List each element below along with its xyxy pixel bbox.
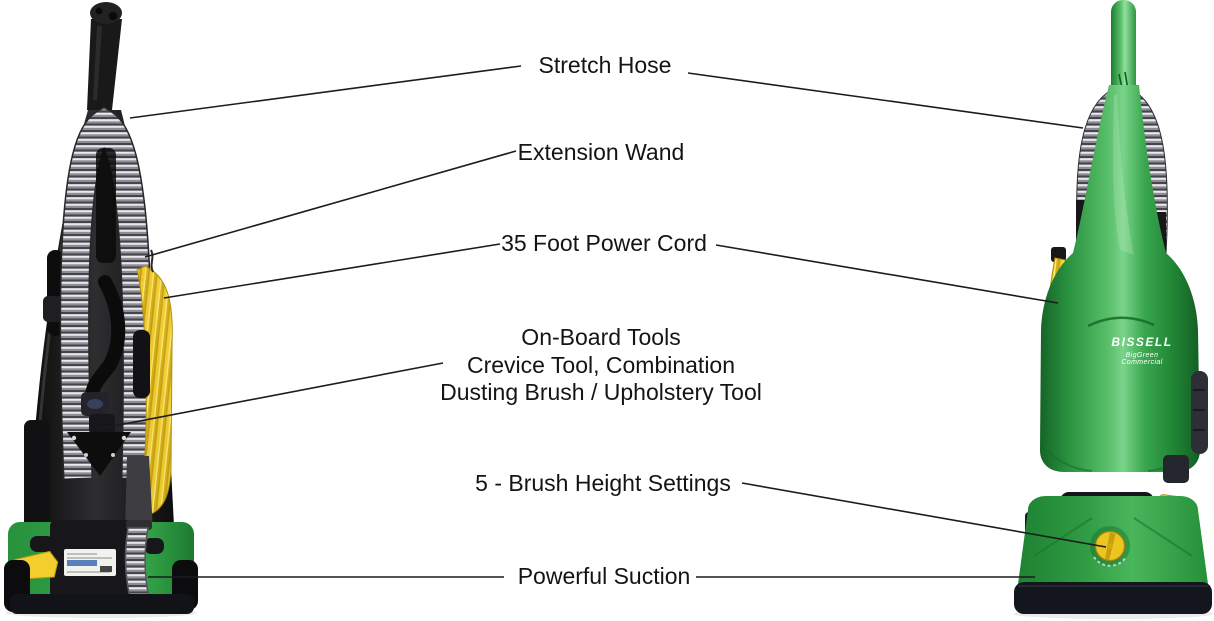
bissell-logo-wordmark: BISSELL (1111, 331, 1173, 350)
leader-power-cord-left (163, 243, 501, 299)
back-handle-grip (87, 2, 122, 110)
vacuum-front-view-image (1013, 0, 1213, 619)
base-bumper (10, 594, 194, 614)
label-stretch-hose: Stretch Hose (538, 52, 672, 78)
back-base (4, 520, 198, 614)
leader-stretch-hose-left (129, 65, 522, 119)
leader-power-cord-right (715, 244, 1059, 304)
bissell-logo: BISSELL BigGreen Commercial (1106, 331, 1178, 366)
leader-stretch-hose-right (687, 72, 1084, 129)
label-onboard-tools: On-Board Tools Crevice Tool, Combination… (440, 324, 762, 407)
label-onboard-tools-line2: Crevice Tool, Combination (466, 351, 736, 378)
side-panel (24, 420, 50, 530)
bissell-logo-tagline: BigGreen Commercial (1121, 352, 1163, 366)
back-channel (96, 148, 116, 263)
label-onboard-tools-line3: Dusting Brush / Upholstery Tool (440, 379, 762, 405)
tool-connector (89, 414, 115, 434)
stretch-hose-coil (59, 106, 153, 479)
cord-plug-tip (150, 249, 154, 273)
brush-height-knob (1094, 530, 1126, 562)
bonnet-seam (1087, 316, 1155, 328)
callout-leader-lines (97, 65, 1107, 578)
label-powerful-suction: Powerful Suction (517, 563, 691, 589)
front-base (1014, 496, 1212, 614)
vacuum-back-view-image (4, 2, 198, 618)
leader-extension-wand (144, 150, 517, 258)
label-extension-wand: Extension Wand (517, 139, 685, 165)
height-pedal (1163, 455, 1189, 483)
power-cord-wrap-back (133, 249, 173, 515)
spine-highlight (1112, 95, 1134, 255)
cord-hook (133, 330, 150, 398)
leader-brush-height (741, 482, 1107, 548)
onboard-hose-loop (81, 275, 126, 416)
spec-label (64, 549, 116, 576)
front-body-bag (1040, 85, 1200, 472)
onboard-tools-bracket (67, 432, 131, 476)
knob-dial-marks (1093, 556, 1127, 567)
label-brush-height: 5 - Brush Height Settings (475, 470, 731, 496)
label-power-cord: 35 Foot Power Cord (501, 230, 707, 256)
bag-latch (1191, 371, 1208, 454)
label-onboard-tools-title: On-Board Tools (521, 324, 681, 350)
front-bumper (1014, 582, 1212, 614)
lower-duct (125, 456, 153, 532)
base-seams (1033, 517, 1193, 557)
leader-onboard-tools (97, 362, 444, 430)
